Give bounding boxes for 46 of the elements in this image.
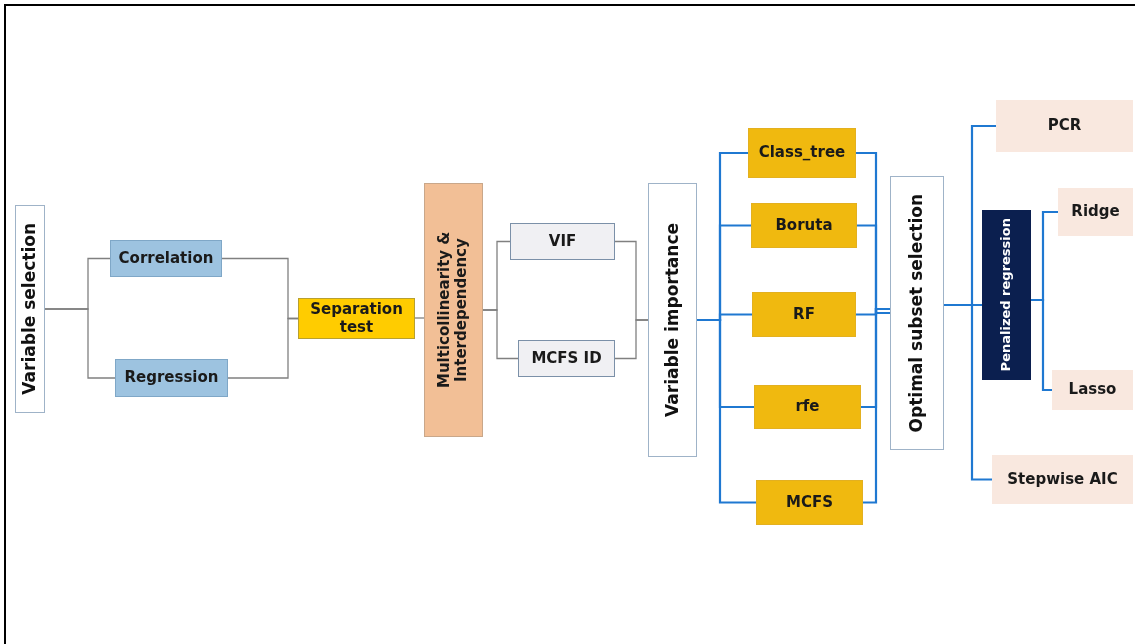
box-label: Stepwise AIC xyxy=(1007,470,1118,489)
connector-line xyxy=(863,307,890,504)
box-label: MCFS xyxy=(786,493,833,512)
connector-line xyxy=(614,319,649,360)
connector-line xyxy=(944,303,992,481)
process-box xyxy=(754,385,861,429)
box-label: Variable importance xyxy=(662,223,683,417)
process-box xyxy=(992,455,1133,504)
process-box xyxy=(982,210,1031,380)
process-box xyxy=(1052,370,1133,410)
process-box xyxy=(752,292,856,337)
process-box xyxy=(648,183,697,457)
process-box xyxy=(298,298,415,339)
process-box xyxy=(890,176,944,450)
process-box xyxy=(15,205,45,413)
box-label: Variable selection xyxy=(20,223,40,395)
box-label: Penalized regression xyxy=(999,218,1014,372)
process-box xyxy=(510,223,615,260)
process-box xyxy=(996,100,1133,152)
connector-line xyxy=(227,317,299,379)
connector-line xyxy=(414,317,425,319)
box-label: MCFS ID xyxy=(531,349,602,368)
box-label: Optimal subset selection xyxy=(907,193,927,433)
process-box xyxy=(751,203,857,248)
box-label: Class_tree xyxy=(758,144,846,162)
box-label: PCR xyxy=(1047,117,1082,135)
process-box xyxy=(1058,188,1133,236)
box-label: Lasso xyxy=(1068,381,1117,399)
process-box xyxy=(424,183,483,437)
process-box xyxy=(756,480,863,525)
box-label: Multicollinearity & Interdependency xyxy=(436,230,471,391)
box-label: RF xyxy=(793,305,815,324)
box-label: VIF xyxy=(548,232,577,251)
box-label: rfe xyxy=(795,398,820,416)
process-box xyxy=(115,359,228,397)
connector-line xyxy=(482,309,519,360)
process-box xyxy=(748,128,856,178)
process-box xyxy=(518,340,615,377)
connector-line xyxy=(1031,298,1052,392)
box-label: Ridge xyxy=(1071,203,1120,221)
connector-line xyxy=(44,308,116,379)
box-label: Separation test xyxy=(309,301,404,336)
box-label: Boruta xyxy=(775,216,833,235)
box-label: Correlation xyxy=(118,249,214,268)
process-box xyxy=(110,240,222,277)
box-label: Regression xyxy=(124,369,219,387)
